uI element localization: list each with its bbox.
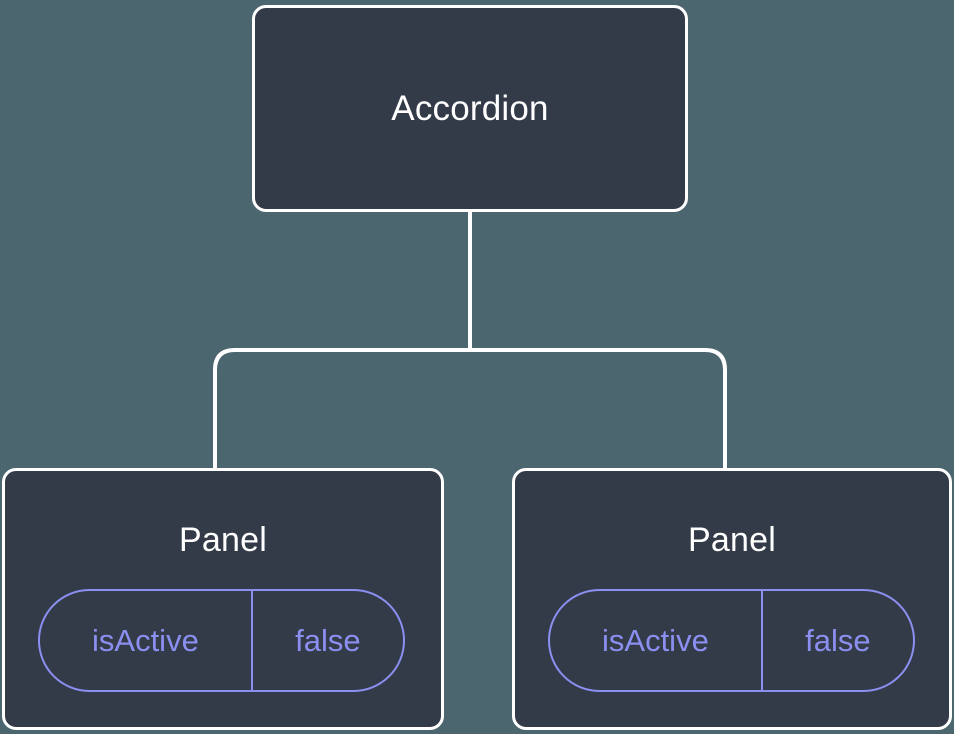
node-panel-left-label: Panel — [179, 521, 267, 559]
prop-key-isactive: isActive — [40, 591, 253, 690]
node-accordion-label: Accordion — [391, 89, 549, 128]
prop-pill-panel-left[interactable]: isActive false — [38, 589, 405, 692]
prop-value-isactive: false — [295, 623, 361, 658]
prop-value-isactive: false — [805, 623, 871, 658]
node-panel-right-label: Panel — [688, 521, 776, 559]
prop-key-isactive: isActive — [550, 591, 763, 690]
prop-pill-panel-right[interactable]: isActive false — [548, 589, 915, 692]
node-accordion[interactable]: Accordion — [252, 5, 688, 212]
edge-branch-right — [470, 348, 727, 470]
edge-branch-left — [213, 348, 470, 470]
